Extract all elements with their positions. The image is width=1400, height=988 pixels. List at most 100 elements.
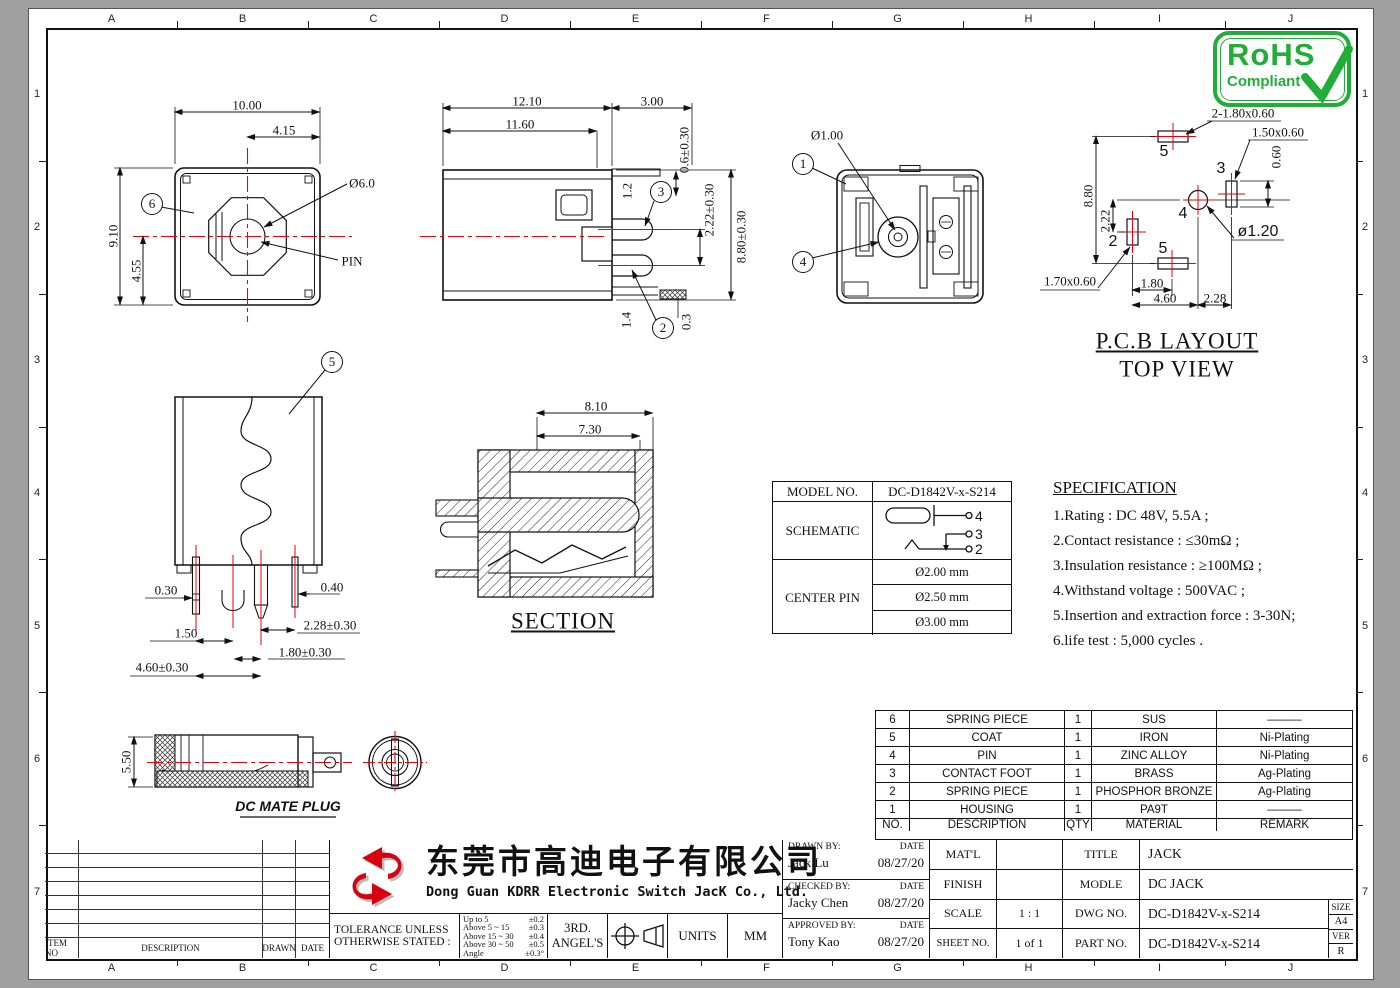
grid-letter-bottom: F [763,962,770,974]
approved-by-name: Tony Kao [788,934,840,950]
grid-number-left: 1 [33,88,41,101]
side-dim-height: 8.80±0.30 [733,210,749,264]
grid-number-right: 4 [1361,486,1369,499]
bom-cell: SUS [1092,711,1217,728]
tolerance-label: TOLERANCE UNLESS OTHERWISE STATED : [330,914,460,958]
part-no-value: DC-D1842V-x-S214 [1148,935,1261,951]
bom-cell: PHOSPHOR BRONZE [1092,783,1217,800]
pcb-pad-top-dim: 2-1.80x0.60 [1211,105,1275,121]
section-title: SECTION [510,608,616,634]
projection-angle-label: 3RD. ANGEL'S [548,914,608,958]
specification-items: 1.Rating : DC 48V, 5.5A ;2.Contact resis… [1053,504,1353,654]
tolerance-line: Above 30 ~ 50±0.5 [460,940,547,949]
balloon-1: 1 [792,153,814,175]
grid-letter-top: I [1157,13,1162,25]
tolerance-label-line2: OTHERWISE STATED : [334,936,451,948]
modle-label: MODLE [1063,870,1139,900]
plug-dim-550: 5.50 [118,750,134,774]
pcb-num-right: 3 [1216,160,1226,177]
grid-number-left: 2 [33,221,41,234]
grid-tick [701,959,702,966]
grid-tick [39,825,46,827]
grid-tick [1356,426,1363,428]
sheet-no-value: 1 of 1 [1015,936,1044,951]
balloon-2: 2 [652,317,674,339]
bom-cell: CONTACT FOOT [910,765,1065,782]
plug-view-linework [128,731,427,818]
tolerance-value: ±0.3° [525,947,544,958]
units-value: MM [743,928,768,943]
bom-cell: COAT [910,729,1065,746]
grid-letter-top: A [107,13,116,25]
revision-empty-cell [79,840,263,853]
revision-empty-cell [45,840,79,853]
mid-labels-column: MAT'L FINISH SCALE SHEET NO. [930,840,997,958]
revision-header-cell: DESCRIPTION [79,938,263,958]
grid-number-left: 3 [33,354,41,367]
grid-tick [308,959,309,966]
company-name-en: Dong Guan KDRR Electronic Switch JacK Co… [426,883,809,900]
schematic-pin2: 2 [975,541,983,557]
grid-letter-bottom: B [238,962,247,974]
grid-number-right: 2 [1361,221,1369,234]
grid-letter-top: D [500,13,509,25]
drawn-by-section: DRAWN BY: DATE Jack Lu 08/27/20 [783,840,929,880]
revision-empty-cell [45,854,79,867]
pcb-dim-180: 1.80 [1140,275,1164,291]
bom-cell: 1 [1065,801,1092,818]
revision-empty-cell [79,868,263,881]
tolerance-range: Angle [463,947,484,958]
schematic-pin4: 4 [975,508,983,524]
coat-dim-040: 0.40 [320,579,344,595]
bom-cell: 4 [876,747,910,764]
revision-empty-row [45,840,329,854]
mid-values-column: 1 : 1 1 of 1 [997,840,1063,958]
units-label: UNITS [668,914,728,958]
revision-empty-cell [79,924,263,937]
grid-number-right: 6 [1361,752,1369,765]
grid-tick [1225,21,1226,28]
front-view-linework [114,107,352,322]
revision-empty-cell [45,882,79,895]
bom-cell: 1 [1065,765,1092,782]
schematic-cell: 4 3 2 [873,502,1011,559]
revision-empty-cell [45,910,79,923]
revision-empty-cell [296,868,329,881]
bom-cell: ZINC ALLOY [1092,747,1217,764]
grid-tick [39,293,46,295]
grid-tick [177,21,178,28]
company-name-cn: 东莞市高迪电子有限公司 [426,843,822,880]
pcb-hole-dim: ø1.20 [1237,223,1279,240]
bom-cell: SPRING PIECE [910,711,1065,728]
pcb-layout-subtitle: TOP VIEW [1119,356,1235,382]
grid-tick [963,959,964,966]
grid-tick [1094,959,1095,966]
front-dim-height: 9.10 [105,224,121,248]
rohs-checkmark-icon [1301,45,1353,104]
revision-empty-cell [263,854,296,867]
pcb-dim-228: 2.28 [1203,290,1227,306]
grid-letter-top: C [369,13,378,25]
tolerance-line: Above 15 ~ 30±0.4 [460,932,547,941]
side-dim-top: 0.6±0.30 [676,126,692,174]
pcb-dim-060: 0.60 [1268,145,1284,169]
bom-cell: PIN [910,747,1065,764]
revision-empty-cell [263,910,296,923]
revision-empty-cell [296,882,329,895]
revision-empty-cell [296,896,329,909]
bom-header-cell: MATERIAL [1092,819,1217,831]
grid-tick [1356,160,1363,162]
model-no-value: DC-D1842V-x-S214 [888,483,996,499]
coat-dim-460: 4.60±0.30 [135,659,189,675]
grid-tick [963,21,964,28]
tolerance-range: Above 5 ~ 15 [463,922,510,933]
tolerance-range: Above 15 ~ 30 [463,930,514,941]
pcb-dim-460: 4.60 [1153,290,1177,306]
front-dim-width: 10.00 [232,97,262,113]
tolerance-range: Up to 5 [463,913,489,924]
grid-tick [39,426,46,428]
